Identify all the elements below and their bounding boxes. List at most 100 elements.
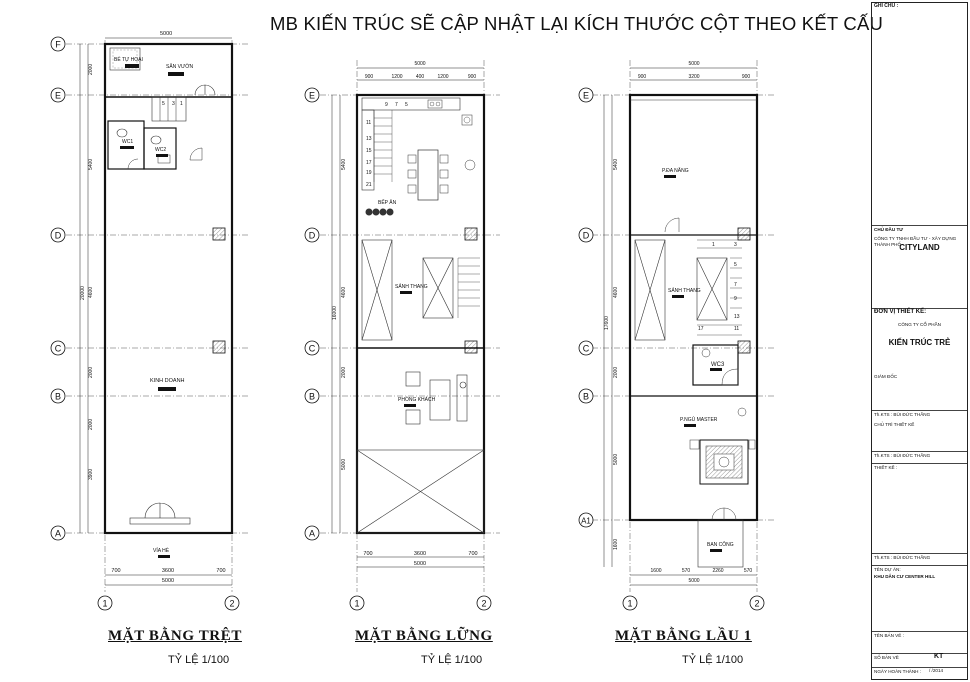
design-brand: KIẾN TRÚC TRẺ (888, 338, 951, 347)
room-label: PHÒNG KHÁCH (398, 396, 436, 403)
svg-text:3: 3 (172, 101, 175, 107)
svg-text:5400: 5400 (613, 159, 619, 170)
plan-ground-floor: 5000 2000 5400 4600 2000 2000 3900 20000 (50, 31, 248, 611)
svg-text:700: 700 (111, 568, 120, 574)
notes-heading: GHI CHÚ : (874, 3, 899, 9)
svg-text:1200: 1200 (437, 74, 448, 80)
axis-label: D (55, 231, 62, 241)
svg-text:2000: 2000 (341, 367, 347, 378)
svg-text:5000: 5000 (341, 459, 347, 470)
investor-heading: CHỦ ĐẦU TƯ (872, 225, 967, 234)
svg-text:A: A (309, 529, 315, 539)
project-label: TÊN DỰ ÁN: (872, 565, 967, 574)
room-label: SẢNH THANG (395, 283, 428, 290)
svg-text:2000: 2000 (88, 367, 94, 378)
svg-text:4600: 4600 (341, 287, 347, 298)
svg-text:1600: 1600 (613, 539, 619, 550)
plan-title: MẶT BẰNG LẦU 1 (615, 628, 752, 644)
svg-text:1600: 1600 (650, 568, 661, 574)
svg-text:17600: 17600 (604, 316, 610, 330)
svg-text:5: 5 (162, 101, 165, 107)
svg-text:C: C (583, 344, 590, 354)
plan-scale: TỶ LỆ 1/100 (421, 654, 483, 666)
svg-text:11: 11 (734, 326, 739, 332)
svg-text:2: 2 (754, 599, 759, 609)
room-label: SÂN VƯỜN (166, 63, 194, 70)
svg-text:16000: 16000 (332, 306, 338, 320)
svg-text:1: 1 (627, 599, 632, 609)
header-note: MB KIẾN TRÚC SẼ CẬP NHẬT LẠI KÍCH THƯỚC … (270, 13, 884, 34)
axis-label: C (55, 344, 62, 354)
svg-text:9: 9 (385, 102, 388, 108)
plan-first-floor: 5000 900 3200 900 5400 4600 2000 5000 16… (578, 60, 775, 611)
svg-text:5400: 5400 (341, 159, 347, 170)
svg-text:7: 7 (734, 282, 737, 288)
title-block: GHI CHÚ : CHỦ ĐẦU TƯ CÔNG TY TNHH ĐẦU TƯ… (871, 2, 968, 680)
svg-text:7: 7 (395, 102, 398, 108)
svg-text:5000: 5000 (688, 61, 699, 67)
plan1-top-dim: 5000 (160, 31, 172, 37)
svg-text:2000: 2000 (88, 64, 94, 75)
svg-text:5: 5 (405, 102, 408, 108)
svg-text:5000: 5000 (414, 561, 426, 567)
svg-text:9: 9 (734, 296, 737, 302)
director-label: GIÁM ĐỐC (874, 374, 898, 379)
axis-label: E (55, 91, 61, 101)
svg-text:5400: 5400 (88, 159, 94, 170)
svg-text:E: E (583, 91, 589, 101)
axis-label: B (55, 392, 61, 402)
svg-text:570: 570 (744, 568, 753, 574)
axis-label: A (55, 529, 61, 539)
svg-text:3600: 3600 (414, 551, 426, 557)
svg-text:2: 2 (481, 599, 486, 609)
svg-text:900: 900 (742, 74, 751, 80)
svg-text:5000: 5000 (414, 61, 425, 67)
svg-text:11: 11 (366, 120, 371, 126)
svg-text:B: B (583, 392, 589, 402)
plan-scale: TỶ LỆ 1/100 (682, 654, 744, 666)
svg-text:2000: 2000 (88, 419, 94, 430)
svg-text:5000: 5000 (613, 454, 619, 465)
room-label: WC3 (711, 362, 725, 368)
svg-text:900: 900 (365, 74, 374, 80)
svg-text:1: 1 (102, 599, 107, 609)
architect-3: Th.KTS : BÙI ĐỨC THẮNG (872, 553, 967, 562)
sheet-label: TÊN BẢN VẼ : (872, 631, 967, 640)
date-value: / /2014 (929, 668, 944, 673)
architect-1: Th.KTS : BÙI ĐỨC THẮNG (872, 410, 967, 419)
investor-brand: CITYLAND (899, 243, 940, 252)
room-label: P.NGỦ MASTER (680, 416, 718, 423)
svg-text:19: 19 (366, 170, 372, 176)
sheet-code: KT (934, 653, 944, 660)
svg-text:5000: 5000 (688, 578, 699, 584)
svg-text:A1: A1 (581, 517, 591, 526)
svg-text:700: 700 (216, 568, 225, 574)
project-name: KHU DÂN CƯ CENTER HILL (874, 574, 936, 579)
design-heading: ĐƠN VỊ THIẾT KẾ: (872, 308, 967, 317)
svg-text:13: 13 (734, 314, 740, 320)
svg-text:2: 2 (229, 599, 234, 609)
svg-text:17: 17 (366, 160, 372, 166)
svg-text:1: 1 (354, 599, 359, 609)
sheet-no-label: SỐ BẢN VẼ (872, 653, 967, 662)
svg-text:5000: 5000 (162, 578, 174, 584)
svg-text:D: D (309, 231, 316, 241)
svg-text:570: 570 (682, 568, 691, 574)
svg-text:900: 900 (468, 74, 477, 80)
svg-text:5: 5 (734, 262, 737, 268)
svg-text:3900: 3900 (88, 469, 94, 480)
svg-text:4600: 4600 (613, 287, 619, 298)
design-label: THIẾT KẾ : (872, 463, 967, 472)
axis-label: F (55, 40, 61, 50)
svg-text:3200: 3200 (688, 74, 699, 80)
svg-text:1200: 1200 (391, 74, 402, 80)
plan-mezzanine: 5000 900 1200 400 1200 900 5400 4600 200… (304, 60, 500, 611)
room-label: VỈA HÈ (153, 547, 170, 554)
room-label: WC2 (155, 147, 166, 153)
svg-text:3600: 3600 (162, 568, 174, 574)
svg-text:900: 900 (638, 74, 647, 80)
svg-text:1: 1 (180, 101, 183, 107)
plan-title: MẶT BẰNG TRỆT (108, 628, 242, 644)
svg-text:4600: 4600 (88, 287, 94, 298)
